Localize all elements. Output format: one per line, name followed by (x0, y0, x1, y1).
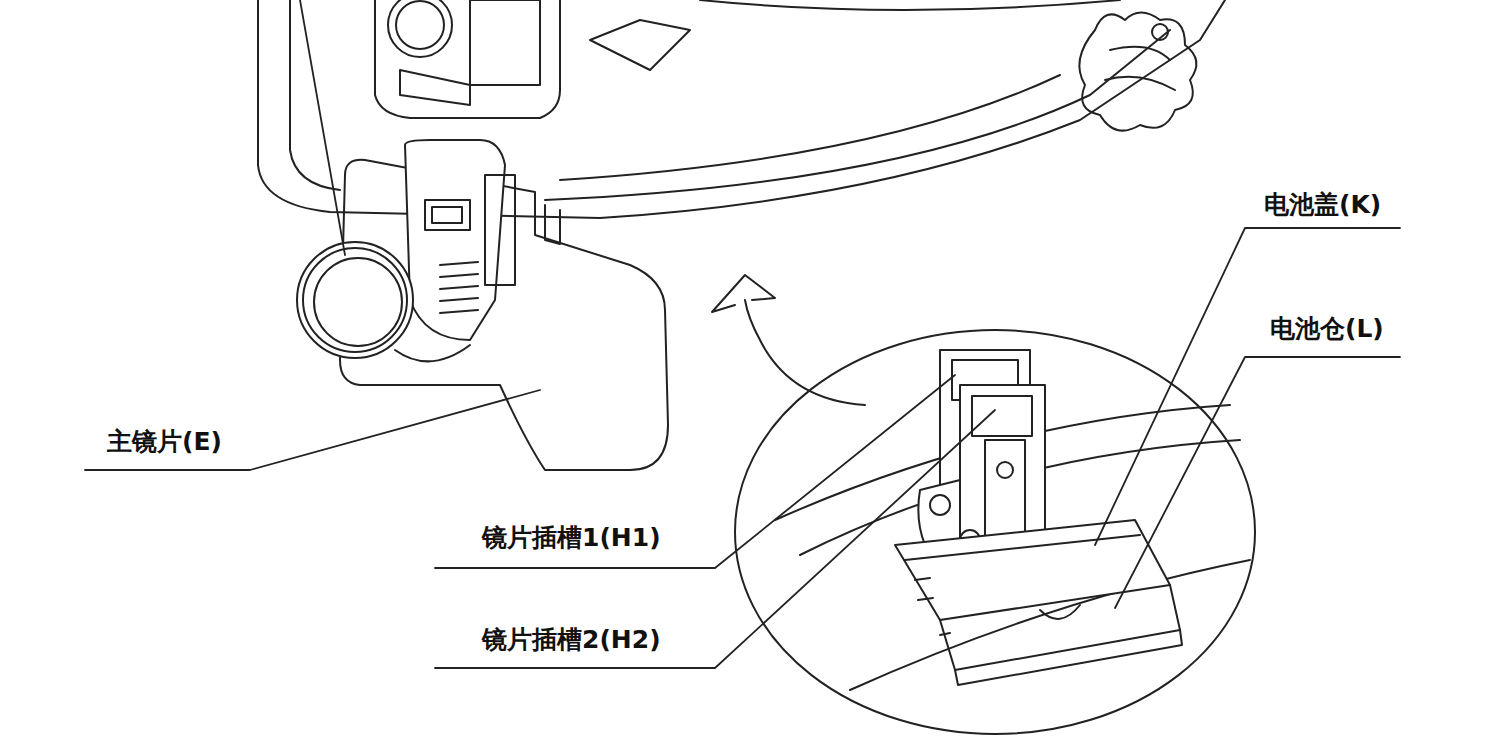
part-label: 电池盖(K) (1262, 190, 1383, 220)
adjust-knob (1079, 13, 1196, 131)
part-label: 电池仓(L) (1268, 314, 1386, 344)
part-label: 镜片插槽1(H1) (480, 523, 663, 553)
zoom-arrow (712, 275, 865, 405)
part-label: 主镜片(E) (105, 427, 224, 457)
upper-loupe (375, 0, 560, 118)
detail-view (735, 330, 1255, 734)
leader-lines (85, 0, 1400, 668)
part-label: 镜片插槽2(H2) (480, 625, 663, 655)
headband (258, 0, 1225, 218)
